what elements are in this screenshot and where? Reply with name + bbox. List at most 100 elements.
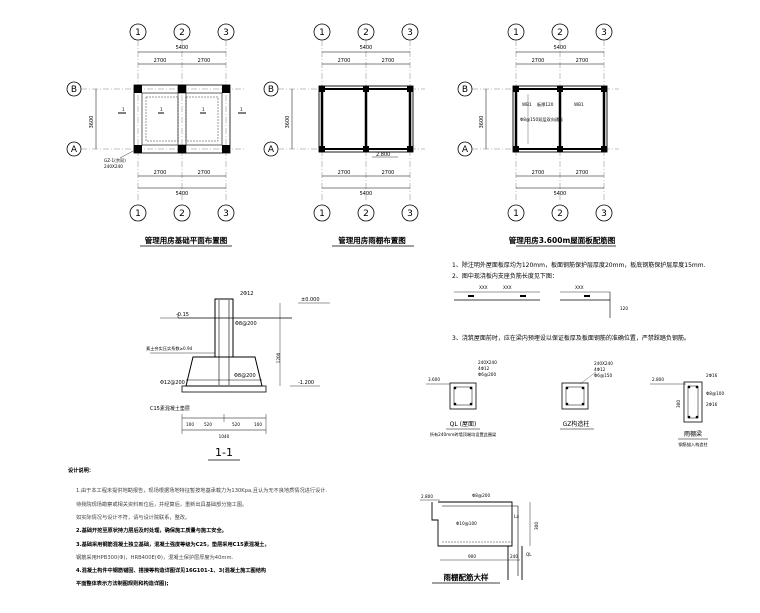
- section-mark-right: 1: [240, 107, 243, 112]
- axis-2-top: 2: [557, 28, 563, 38]
- axis-1-top: 1: [513, 28, 519, 38]
- sect-bottom-rebar: Φ8@200: [234, 373, 256, 379]
- cd-top-bar: Φ8@200: [472, 493, 490, 498]
- cd-dim-900: 900: [468, 554, 476, 559]
- axis-3-top: 3: [223, 28, 229, 38]
- cd-elev: 2.800: [421, 494, 433, 499]
- dim-depth: 3600: [285, 116, 291, 129]
- dim-520b: 520: [232, 422, 240, 427]
- dim-100b: 100: [254, 422, 262, 427]
- gz-detail: 240X240 4Φ12 Φ6@150 GZ构造柱: [560, 361, 613, 430]
- design-note-8: 平面整体表示方法制图规则和构造详图);: [76, 579, 169, 587]
- section-title: 1-1: [215, 446, 233, 459]
- roof-plan: 1 2 3 1 2 3 B A 5400 2700 2700 2700 2700…: [456, 22, 621, 247]
- sect-elev-top: ±0.000: [301, 297, 320, 303]
- cd-dim-240: 240: [510, 554, 518, 559]
- axis-1-bottom: 1: [319, 209, 325, 219]
- gz-size: 240X240: [594, 361, 613, 366]
- slab-note-3: 3、浇筑屋面前时，应在梁内预埋设以保证板厚及板面钢筋的准确位置，严禁踩踏负钢筋。: [452, 334, 690, 342]
- ql-top: 4Φ12: [478, 366, 490, 371]
- axis-1-top: 1: [319, 28, 325, 38]
- axis-b: B: [462, 85, 468, 95]
- axis-2-top: 2: [363, 28, 369, 38]
- cd-h300: 300: [534, 522, 539, 530]
- cd-la: La: [514, 514, 519, 519]
- slab-rebar: Φ8@150双层双向通长: [520, 116, 564, 123]
- dim-bay-bottom-2: 2700: [576, 170, 589, 176]
- cd-ql: QL: [526, 552, 532, 557]
- dim-depth: 3600: [89, 116, 95, 129]
- ql-size: 240X240: [478, 360, 497, 365]
- ypl-note: 钢筋锚入构造柱: [678, 441, 708, 448]
- gz-label: GZ-1(余同): [104, 157, 126, 164]
- ql-note: 所有240mm砖墙顶端均设置此圈梁: [430, 431, 497, 438]
- axis-a: A: [71, 145, 78, 155]
- ypl-title: 雨棚梁: [684, 430, 702, 438]
- dim-bay-top-2: 2700: [198, 58, 211, 64]
- axis-1-top: 1: [135, 28, 141, 38]
- dim-bay-top-2: 2700: [576, 58, 589, 64]
- dim-bay-top-1: 2700: [154, 58, 167, 64]
- slab-note-1: 1、除注明外屋面板厚均为120mm，板面钢筋保护层厚度20mm，板底钢筋保护层厚…: [452, 261, 706, 269]
- design-note-2: 待我院现场勘察或相关资料到位后，并经算后，重新出具基础部分施工图。: [76, 500, 247, 508]
- axis-3-top: 3: [601, 28, 607, 38]
- axis-3-top: 3: [407, 28, 413, 38]
- dim-bay-bottom-1: 2700: [154, 170, 167, 176]
- design-notes: 设计说明： 1.由于本工程未提供地勘报告，现场根据场地特征暂按地基承载力为130…: [68, 466, 327, 587]
- axis-2-top: 2: [179, 28, 185, 38]
- dim-120: 120: [620, 306, 628, 311]
- sect-depth: 1200: [276, 352, 281, 363]
- canopy-rebar-detail: 2.800 Φ8@200 Φ10@100 La 900 240 300 QL 雨…: [420, 493, 539, 584]
- axis-a: A: [462, 145, 469, 155]
- section-mark-inner-2: 1: [202, 107, 205, 112]
- dim-bay-top-2: 2700: [382, 58, 395, 64]
- roof-plan-title: 管理用房3.600m屋面板配筋图: [509, 235, 616, 245]
- ypl-elev: 2.800: [652, 377, 664, 382]
- ypl-bottom: 2Φ16: [706, 402, 718, 407]
- dim-total-top: 5400: [554, 45, 567, 51]
- ypl-h: 300: [676, 400, 681, 408]
- axis-3-bottom: 3: [601, 209, 607, 219]
- canopy-beam-detail: 2.800 2Φ16 Φ8@100 2Φ16 300 雨棚梁 钢筋锚入构造柱: [650, 373, 724, 448]
- sect-grade-note: 素土夯实压实系数≥0.94: [146, 345, 193, 352]
- slab-note-2: 2、图中现浇板内支座负筋长度见下图：: [452, 272, 558, 280]
- dim-total-top: 5400: [176, 45, 189, 51]
- axis-3-bottom: 3: [407, 209, 413, 219]
- sect-stirrup: Φ8@200: [235, 321, 257, 327]
- sect-base-rebar: Φ12@200: [160, 380, 185, 386]
- slab-wb1-right: WB1: [574, 102, 584, 107]
- xxx-2: XXX: [503, 285, 512, 290]
- gz-stirrup: Φ6@150: [594, 373, 612, 378]
- section-1-1: 2Φ12 ±0.000 -0.15 Φ8@200 1200 素土夯实压实系数≥0…: [146, 291, 330, 461]
- xxx-1: XXX: [479, 285, 488, 290]
- design-note-6: 钢筋采用HPB300(Φ)，HRB400E(Φ)，混凝土保护层厚度为40mm.: [76, 553, 234, 561]
- axis-2-bottom: 2: [179, 209, 185, 219]
- slab-notes: 1、除注明外屋面板厚均为120mm，板面钢筋保护层厚度20mm，板底钢筋保护层厚…: [452, 261, 706, 342]
- dim-bay-bottom-2: 2700: [198, 170, 211, 176]
- dim-bay-top-1: 2700: [338, 58, 351, 64]
- ypl-stirrup: Φ8@100: [706, 391, 724, 396]
- axis-labels-foundation: 1 2 3 1 2 3 B A: [71, 28, 229, 219]
- cd-title: 雨棚配筋大样: [444, 572, 489, 582]
- dim-bay-bottom-1: 2700: [532, 170, 545, 176]
- dim-total-bottom: 5400: [360, 191, 373, 197]
- section-mark-inner-1: 1: [160, 107, 163, 112]
- design-note-1: 1.由于本工程未提供地勘报告，现场根据场地特征暂按地基承载力为130Kpa,且认…: [76, 486, 327, 494]
- ql-detail: 3.600 240X240 4Φ12 Φ6@200 QL (屋面) 所有240m…: [426, 360, 497, 438]
- ql-elev: 3.600: [428, 377, 440, 382]
- canopy-plan: 1 2 3 1 2 3 B A 5400 2700 2700 2700 2700…: [262, 22, 427, 247]
- ypl-top: 2Φ16: [706, 373, 718, 378]
- foundation-plan-title: 管理用房基础平面布置图: [145, 235, 228, 245]
- gz-title: GZ构造柱: [563, 420, 590, 428]
- section-mark-left: 1: [122, 107, 125, 112]
- slab-wb1: WB1: [522, 102, 532, 107]
- foundation-plan: 1 2 3 1 2 3 B A 5400 2700 2700 2700 2700…: [66, 23, 247, 247]
- design-notes-title: 设计说明：: [68, 466, 94, 474]
- dim-1040: 1040: [219, 434, 230, 439]
- ql-stirrup: Φ6@200: [478, 372, 496, 377]
- gz-size: 240X240: [104, 164, 123, 169]
- dim-total-bottom: 5400: [176, 191, 189, 197]
- dim-total-top: 5400: [360, 45, 373, 51]
- design-note-7: 4.混凝土构件中钢筋锚固、搭接等构造详图详见16G101-1、3(混凝土施工图结…: [76, 566, 266, 574]
